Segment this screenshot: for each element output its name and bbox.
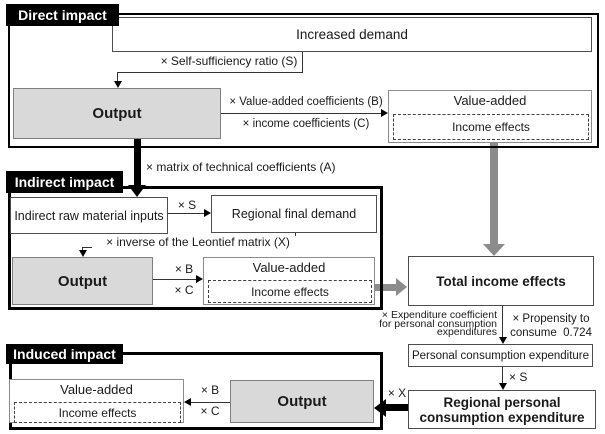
expenditure-coefficient-line3: expenditures [436,326,497,338]
propensity-line1: × Propensity to [512,313,590,325]
expenditure-coefficient-line1: × Expenditure coefficient [381,309,497,321]
income-coefficients-label: × income coefficients (C) [242,118,370,130]
connector-line [82,247,83,252]
income-effects-induced-box: Income effects [14,402,181,423]
output-direct-box: Output [13,88,221,139]
income-effects-direct-box: Income effects [393,114,589,140]
times-s-bottom-label: × S [509,370,528,384]
regional-personal-line1: Regional personal [443,394,561,410]
gray-arrow-right-shaft [375,284,396,291]
times-b-induced-label: × B [200,383,220,397]
section-label-direct: Direct impact [6,4,119,26]
connector-line [189,402,230,403]
times-x-label: × X [387,386,407,400]
section-indirect-impact [8,186,383,310]
connector-line [502,367,503,384]
gray-arrow-right-icon [396,278,407,296]
expenditure-coefficient-line2: for personal consumption [379,317,497,330]
value-added-indirect-title: Value-added [252,260,326,275]
times-c-induced-label: × C [200,404,220,418]
connector-line [221,113,382,114]
output-indirect-box: Output [12,257,153,305]
arrow-down-icon [114,81,122,88]
arrow-left-icon [184,398,191,406]
gray-arrow-down-icon [483,244,505,256]
propensity-to-consume-label: × Propensity to consume 0.724 [506,312,596,340]
indirect-raw-material-inputs-box: Indirect raw material inputs [10,197,168,234]
section-label-indirect: Indirect impact [6,171,123,193]
propensity-line2: consume 0.724 [510,327,592,339]
section-direct-impact [8,13,599,148]
value-added-direct-title: Value-added [453,93,527,108]
total-income-effects-box: Total income effects [408,256,594,306]
increased-demand-box: Increased demand [112,17,592,52]
black-arrow-down-icon [128,185,146,197]
personal-consumption-expenditure-box: Personal consumption expenditure [408,344,593,367]
self-sufficiency-label: × Self-sufficiency ratio (S) [160,54,298,68]
connector-line [117,72,118,82]
connector-line [117,72,303,73]
connector-line [168,213,206,214]
connector-line [153,279,198,280]
arrow-down-icon [499,337,507,344]
times-b-indirect-label: × B [174,262,194,276]
regional-final-demand-box: Regional final demand [211,195,377,233]
income-effects-indirect-box: Income effects [208,280,372,303]
expenditure-coefficient-label: × Expenditure coefficient for personal c… [357,309,497,338]
connector-line [502,306,503,338]
value-added-coefficients-label: × Value-added coefficients (B) [229,96,383,108]
section-label-induced: Induced impact [6,344,123,364]
arrow-down-icon [499,383,507,390]
regional-personal-consumption-box: Regional personal consumption expenditur… [408,390,596,429]
connector-line [302,52,303,73]
black-arrow-left-icon [374,399,386,417]
value-added-induced-box: Value-added Income effects [9,379,184,423]
output-induced-box: Output [230,380,374,423]
value-added-induced-title: Value-added [60,382,133,397]
leontief-matrix-label: × inverse of the Leontief matrix (X) [92,236,304,249]
arrow-down-icon [79,250,87,257]
gray-arrow-down-shaft [490,140,498,245]
value-added-indirect-box: Value-added Income effects [203,257,375,305]
arrow-right-icon [196,275,203,283]
arrow-right-icon [381,109,388,117]
times-c-indirect-label: × C [174,283,194,297]
value-added-direct-box: Value-added Income effects [388,90,592,143]
regional-personal-line2: consumption expenditure [419,409,585,425]
black-arrow-left-shaft [386,404,408,411]
black-arrow-down-shaft [134,139,141,186]
times-s-indirect-label: × S [177,198,197,212]
technical-coefficients-label: × matrix of technical coefficients (A) [146,160,336,174]
arrow-right-icon [204,209,211,217]
